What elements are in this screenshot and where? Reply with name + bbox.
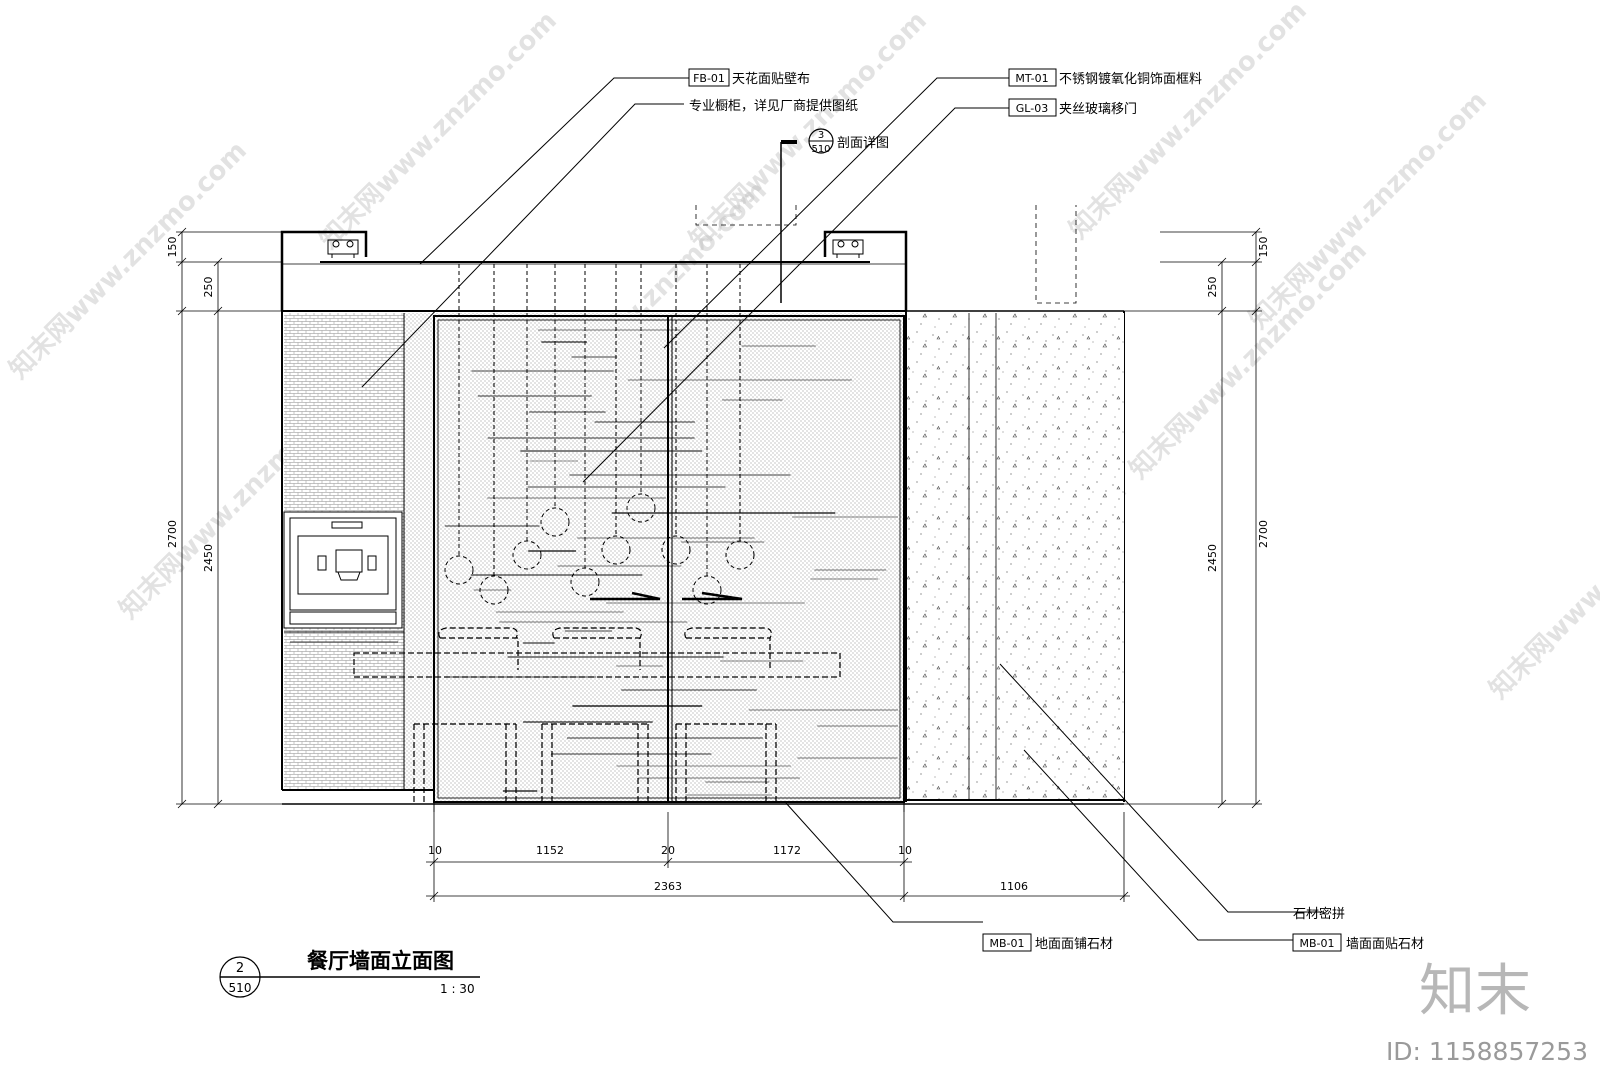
dim-right-2450: 2450 bbox=[1206, 544, 1219, 572]
dim-left-250: 250 bbox=[202, 277, 215, 298]
pendant-lamp-icon bbox=[570, 567, 600, 597]
stone-wall bbox=[695, 205, 1124, 802]
dim-bottom-2363: 2363 bbox=[654, 880, 682, 893]
coffee-machine-icon bbox=[283, 511, 403, 629]
callout-gl03-text: 夹丝玻璃移门 bbox=[1059, 102, 1137, 117]
drawing-title: 餐厅墙面立面图 bbox=[307, 949, 454, 973]
drawing-scale: 1 : 30 bbox=[440, 982, 475, 996]
dim-bottom-1106: 1106 bbox=[1000, 880, 1028, 893]
dim-bottom-1172: 1172 bbox=[773, 844, 801, 857]
section-marker-number: 3 bbox=[818, 130, 824, 141]
watermark-text: 知末网www.znzmo.com bbox=[1124, 236, 1373, 485]
callout-tags bbox=[688, 68, 1342, 952]
dim-right-2700: 2700 bbox=[1257, 520, 1270, 548]
callout-mb01-floor-code: MB-01 bbox=[989, 937, 1024, 950]
dim-bottom-20: 20 bbox=[661, 844, 675, 857]
callout-mb01-floor-text: 地面面铺石材 bbox=[1035, 937, 1113, 952]
callout-cabinet-text: 专业橱柜，详见厂商提供图纸 bbox=[689, 98, 858, 114]
dim-bottom-10b: 10 bbox=[898, 844, 912, 857]
callout-fb01-text: 天花面贴壁布 bbox=[732, 71, 810, 87]
floor-line bbox=[282, 802, 1124, 812]
pendant-lamp-icon bbox=[601, 535, 631, 565]
watermark-text: 知末网www.znzmo.com bbox=[684, 6, 933, 255]
watermark-text: 知末网www.znzmo.com bbox=[1244, 86, 1493, 335]
dining-set-dashed bbox=[353, 627, 841, 802]
watermark-text: 知末网www.znzmo.com bbox=[4, 136, 253, 385]
dim-right-150: 150 bbox=[1257, 237, 1270, 258]
pendant-lamp-icon bbox=[692, 575, 722, 605]
watermark-text: 知末网www.znzmo.com bbox=[1484, 456, 1600, 705]
dimension-lines-left bbox=[176, 227, 282, 809]
callout-gl03-code: GL-03 bbox=[1016, 102, 1048, 115]
callout-stone-joint-text: 石材密拼 bbox=[1293, 906, 1345, 922]
image-id: ID: 1158857253 bbox=[1386, 1037, 1588, 1066]
leader-lines bbox=[361, 77, 1323, 941]
callout-mb01-wall-code: MB-01 bbox=[1299, 937, 1334, 950]
callout-mb01-wall-text: 墙面面贴石材 bbox=[1346, 937, 1424, 952]
kitchen-cabinet bbox=[282, 313, 434, 791]
pendant-lamp-icon bbox=[444, 555, 474, 585]
callout-mt01-text: 不锈钢镀氧化铜饰面框料 bbox=[1059, 71, 1202, 87]
pendant-lamp-icon bbox=[512, 540, 542, 570]
pendant-lamps bbox=[444, 264, 755, 605]
dimension-lines-right bbox=[1124, 227, 1262, 809]
glass-reflection-streaks bbox=[444, 329, 898, 796]
dim-left-2700: 2700 bbox=[166, 520, 179, 548]
section-marker-label: 剖面详图 bbox=[837, 136, 889, 151]
section-marker-sheet: 510 bbox=[811, 144, 830, 155]
title-number: 2 bbox=[236, 961, 244, 976]
title-marker bbox=[219, 956, 480, 998]
dim-left-2450: 2450 bbox=[202, 544, 215, 572]
section-marker-icon bbox=[780, 128, 834, 303]
dim-right-250: 250 bbox=[1206, 277, 1219, 298]
dim-left-150: 150 bbox=[166, 237, 179, 258]
watermark-text: 知末网www.znzmo.com bbox=[1064, 0, 1313, 245]
dim-bottom-1152: 1152 bbox=[536, 844, 564, 857]
pendant-lamp-icon bbox=[479, 575, 509, 605]
title-sheet: 510 bbox=[229, 981, 252, 995]
callout-fb01-code: FB-01 bbox=[693, 72, 725, 85]
downlight-icon bbox=[327, 239, 359, 258]
dim-bottom-10a: 10 bbox=[428, 844, 442, 857]
callout-mt01-code: MT-01 bbox=[1015, 72, 1048, 85]
pendant-lamp-icon bbox=[626, 493, 656, 523]
pendant-lamp-icon bbox=[540, 507, 570, 537]
glass-sliding-doors bbox=[353, 264, 905, 803]
pendant-lamp-icon bbox=[661, 535, 691, 565]
pendant-lamp-icon bbox=[725, 540, 755, 570]
brand-logo: 知末 bbox=[1419, 959, 1531, 1024]
dimension-lines-bottom bbox=[426, 812, 1130, 902]
downlight-icon bbox=[832, 239, 864, 258]
